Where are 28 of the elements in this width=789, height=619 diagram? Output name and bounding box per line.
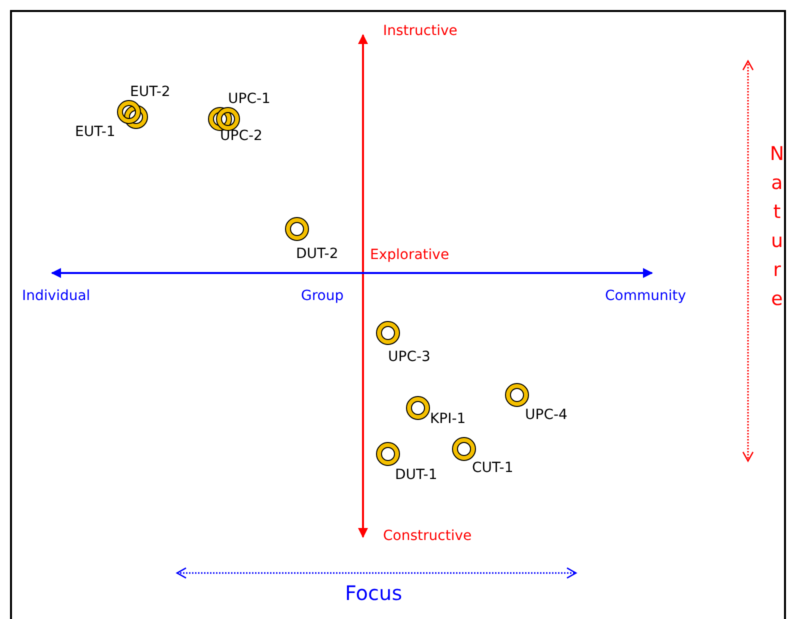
point-label: DUT-2 xyxy=(296,246,338,263)
ring-marker xyxy=(452,437,476,461)
point-label: KPI-1 xyxy=(430,411,466,428)
point-label: UPC-2 xyxy=(220,128,262,145)
axis-label: Explorative xyxy=(370,247,450,264)
axis-label: Instructive xyxy=(383,23,458,40)
point-label: EUT-1 xyxy=(75,124,116,141)
ring-marker xyxy=(406,396,430,420)
ring-marker xyxy=(505,383,529,407)
axis-label: Group xyxy=(301,288,344,305)
axis-label: Individual xyxy=(22,288,90,305)
point-label: DUT-1 xyxy=(395,467,438,484)
ring-marker xyxy=(376,321,400,345)
point-label: UPC-4 xyxy=(525,407,568,424)
point-label: UPC-1 xyxy=(228,91,270,108)
ring-marker xyxy=(376,442,400,466)
point-label: EUT-2 xyxy=(130,84,170,101)
point-label: UPC-3 xyxy=(388,349,430,366)
point-label: CUT-1 xyxy=(472,460,514,477)
ring-marker xyxy=(285,217,309,241)
axis-title: Focus xyxy=(345,581,402,605)
ring-marker xyxy=(124,105,148,129)
axis-label: Constructive xyxy=(383,528,472,545)
axis-label: Community xyxy=(605,288,686,305)
axis-title: Nature xyxy=(766,143,788,317)
ring-marker xyxy=(117,100,141,124)
ring-marker xyxy=(216,107,240,131)
ring-marker xyxy=(208,107,232,131)
